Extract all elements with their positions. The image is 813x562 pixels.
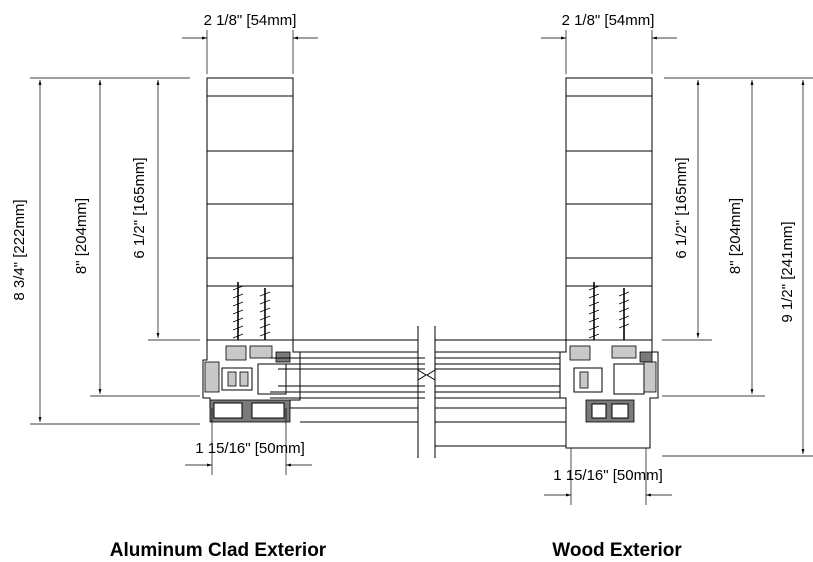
- left-sill-profile: [202, 339, 301, 423]
- wood-exterior-detail: 2 1/8" [54mm] 6 1/2" [165mm] 8" [204mm] …: [435, 12, 813, 561]
- right-height-label-1: 6 1/2" [165mm]: [673, 157, 690, 258]
- left-height-label-1: 8 3/4" [222mm]: [11, 199, 28, 300]
- right-height-dimensions: 6 1/2" [165mm] 8" [204mm] 9 1/2" [241mm]: [662, 77, 813, 457]
- left-bottom-dimension: 1 15/16" [50mm]: [185, 408, 312, 475]
- left-glazing: [270, 339, 425, 423]
- left-height-label-2: 8" [204mm]: [73, 198, 90, 274]
- right-jamb-extension: [565, 77, 653, 341]
- right-width-label: 2 1/8" [54mm]: [562, 12, 655, 29]
- left-width-dimension: 2 1/8" [54mm]: [182, 12, 318, 74]
- right-bottom-dimension: 1 15/16" [50mm]: [544, 448, 672, 505]
- left-width-label: 2 1/8" [54mm]: [204, 12, 297, 29]
- right-height-label-3: 9 1/2" [241mm]: [779, 221, 796, 322]
- left-height-label-3: 6 1/2" [165mm]: [131, 157, 148, 258]
- left-bottom-label: 1 15/16" [50mm]: [195, 440, 305, 457]
- aluminum-clad-detail: 2 1/8" [54mm] 8 3/4" [222mm] 8" [204mm] …: [11, 12, 425, 561]
- right-height-label-2: 8" [204mm]: [727, 198, 744, 274]
- left-jamb-extension: [206, 77, 294, 341]
- right-glazing: [435, 339, 580, 447]
- right-caption: Wood Exterior: [552, 540, 682, 561]
- right-sill-profile: [559, 339, 659, 449]
- left-height-dimensions: 8 3/4" [222mm] 8" [204mm] 6 1/2" [165mm]: [11, 77, 200, 425]
- right-bottom-label: 1 15/16" [50mm]: [553, 467, 663, 484]
- right-width-dimension: 2 1/8" [54mm]: [541, 12, 677, 74]
- left-caption: Aluminum Clad Exterior: [110, 540, 327, 561]
